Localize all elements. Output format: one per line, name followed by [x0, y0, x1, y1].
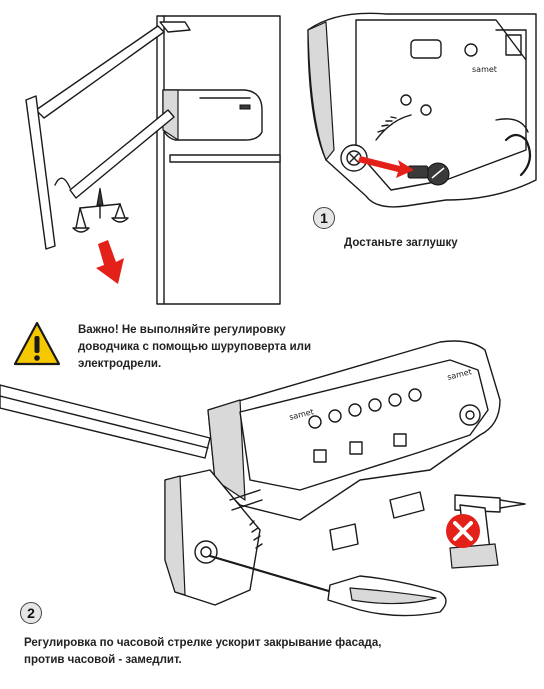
step-2-caption: Регулировка по часовой стрелке ускорит з… — [24, 635, 381, 669]
warning-line-1: Важно! Не выполняйте регулировку — [78, 324, 286, 336]
prohibited-icon — [446, 514, 480, 548]
svg-text:samet: samet — [472, 65, 497, 74]
cap-removal-illustration: samet — [307, 12, 537, 208]
adjustment-illustration: samet samet — [0, 340, 526, 617]
warning-triangle-icon — [13, 321, 61, 366]
warning-line-3: электродрели. — [78, 358, 162, 370]
step-1-badge: 1 — [313, 207, 335, 229]
warning-line-2: доводчика с помощью шуруповерта или — [78, 341, 312, 353]
step-1-caption: Достаньте заглушку — [344, 237, 458, 249]
step-2-line-2: против часовой - замедлит. — [24, 654, 182, 666]
down-arrow-icon — [96, 240, 124, 284]
step-2-line-1: Регулировка по часовой стрелке ускорит з… — [24, 637, 382, 649]
step-2-badge: 2 — [20, 602, 42, 624]
cabinet-lift-illustration — [25, 15, 281, 305]
warning-text: Важно! Не выполняйте регулировку доводчи… — [78, 322, 311, 373]
